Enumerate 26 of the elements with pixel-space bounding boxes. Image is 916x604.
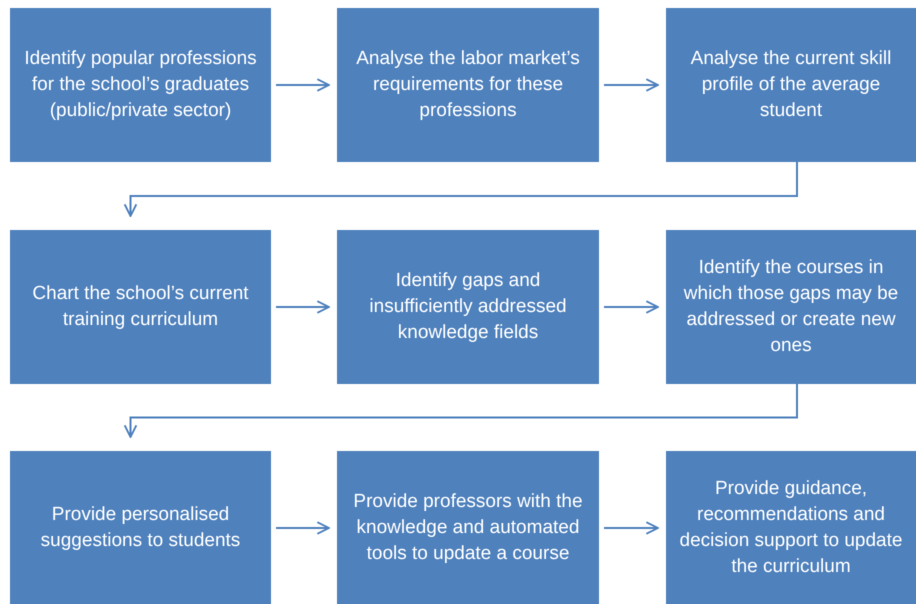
process-box [337, 8, 599, 162]
step-text: Provide professors with the knowledge and automated tools to update a course [352, 490, 584, 566]
process-box [337, 230, 599, 384]
process-box [666, 451, 916, 604]
step-text: Identify the courses in which those gaps may be addressed or create new ones [682, 256, 900, 358]
arrow [604, 300, 659, 314]
step-text: Chart the school’s current training curriculum [31, 282, 250, 332]
arrow [276, 521, 330, 535]
arrow [124, 162, 798, 217]
arrow [604, 521, 659, 535]
arrow [124, 384, 798, 438]
arrow [276, 78, 330, 92]
arrow [276, 300, 330, 314]
process-box [10, 8, 271, 162]
arrow [604, 78, 659, 92]
step-text: Provide guidance, recommendations and decision support to update the curriculum [678, 477, 904, 579]
process-box [666, 8, 916, 162]
step-text: Analyse the labor market’s requirements for these professions [355, 47, 581, 123]
process-box [666, 230, 916, 384]
step-text: Identify popular professions for the school’s graduates (public/private sector) [23, 47, 258, 123]
step-text: Identify gaps and insufficiently addressed knowledge fields [368, 269, 568, 345]
step-text: Provide personalised suggestions to students [40, 503, 242, 553]
process-box [337, 451, 599, 604]
process-box [10, 451, 271, 604]
process-box [10, 230, 271, 384]
step-text: Analyse the current skill profile of the average student [690, 47, 892, 123]
